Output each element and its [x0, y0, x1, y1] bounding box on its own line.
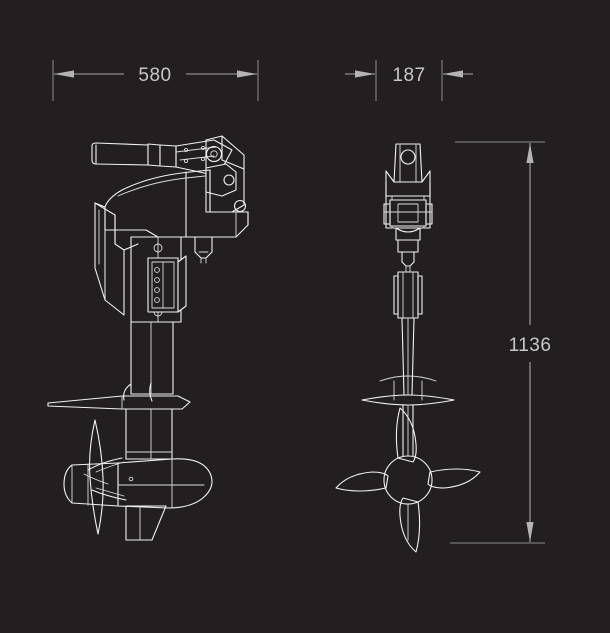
dimension-1136-label: 1136	[509, 335, 552, 356]
propeller-blades-front	[335, 407, 481, 553]
front-pivot-block	[395, 227, 421, 273]
side-view	[47, 135, 249, 541]
front-view	[335, 143, 481, 553]
dimension-187: 187	[345, 60, 473, 101]
dimension-580: 580	[52, 60, 259, 101]
front-shaft-lower	[401, 317, 415, 396]
front-clamp-bracket	[383, 199, 433, 227]
terminal-box	[147, 255, 187, 313]
dimension-187-label: 187	[392, 65, 425, 86]
gearcase-torpedo	[117, 458, 213, 509]
drive-shaft-housing	[130, 321, 174, 395]
power-connector	[194, 236, 213, 264]
skeg	[125, 505, 167, 541]
propeller-blades-side	[83, 419, 127, 535]
steering-pivot-bracket	[205, 135, 247, 213]
front-shaft-upper	[393, 271, 423, 319]
dimension-580-label: 580	[138, 65, 171, 86]
dimension-1136: 1136	[450, 141, 552, 544]
anti-cavitation-plate	[47, 382, 191, 410]
front-anti-cavitation-plate	[361, 375, 455, 406]
propeller-hub-front	[383, 455, 433, 505]
tiller-handle	[91, 139, 233, 177]
lower-leg	[125, 408, 173, 460]
front-motor-head	[393, 143, 423, 183]
cowl-side-fin	[94, 202, 139, 316]
